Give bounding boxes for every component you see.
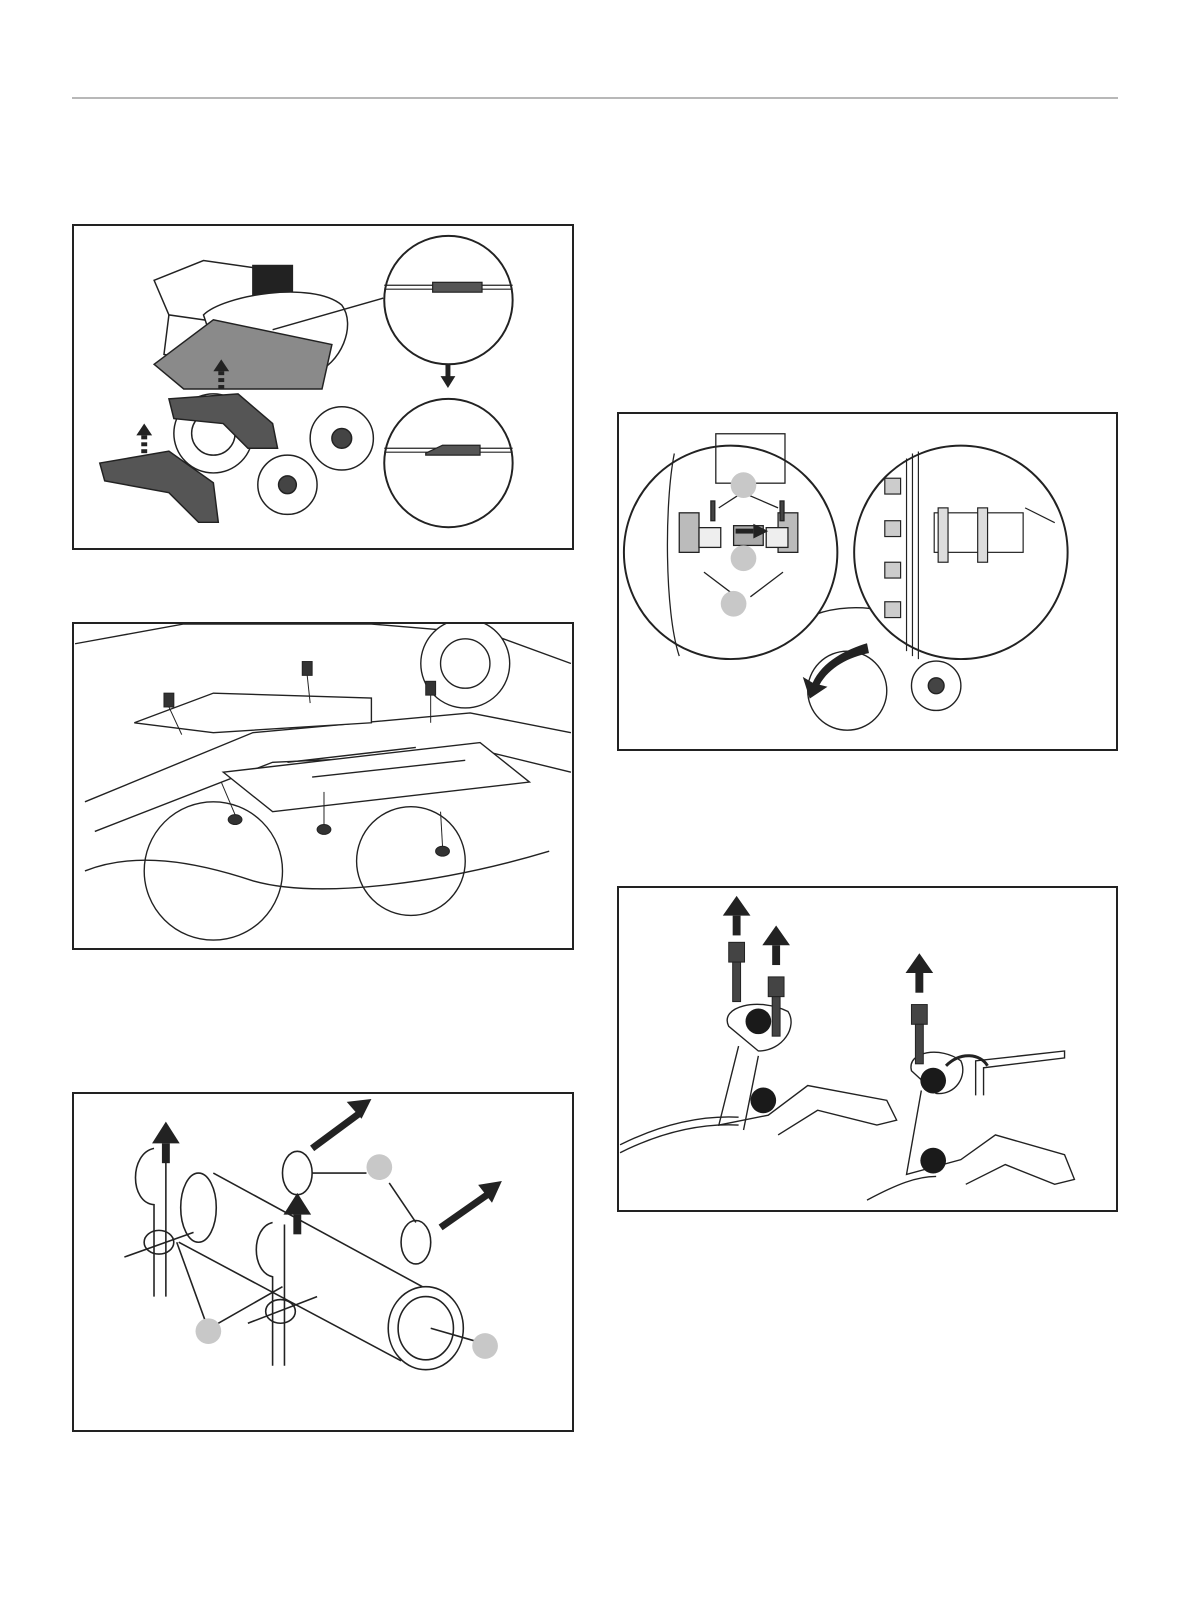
callout-marker xyxy=(920,1148,946,1174)
arrow-up-icon xyxy=(136,424,152,454)
callout-marker xyxy=(472,1333,498,1359)
callout-marker xyxy=(721,591,747,617)
arrow-right-icon xyxy=(441,1181,502,1227)
tine-shaft-illustration xyxy=(619,414,1116,749)
arrow-up-icon xyxy=(723,896,751,936)
header-rule xyxy=(72,97,1118,99)
callout-marker xyxy=(196,1318,222,1344)
hitch-pins-figure xyxy=(72,1092,574,1432)
callout-marker xyxy=(746,1009,772,1035)
mounting-bolts-figure xyxy=(72,622,574,950)
callout-marker xyxy=(731,545,757,571)
callout-marker xyxy=(731,472,757,498)
mounting-plate-illustration xyxy=(74,624,572,948)
callout-marker xyxy=(750,1088,776,1114)
arrow-up-icon xyxy=(762,926,790,966)
arrow-up-icon xyxy=(906,953,934,993)
callout-marker xyxy=(366,1154,392,1180)
arrow-up-icon xyxy=(152,1122,180,1164)
hitch-tube-illustration xyxy=(74,1094,572,1430)
arrow-down-icon xyxy=(441,364,456,388)
handle-lever-bolts-figure xyxy=(617,886,1118,1212)
tine-shield-flaps-figure xyxy=(72,224,574,550)
handle-lever-illustration xyxy=(619,888,1116,1210)
arrow-right-icon xyxy=(312,1099,371,1148)
tiller-shield-illustration xyxy=(74,226,572,548)
tine-shaft-detail-figure xyxy=(617,412,1118,751)
callout-marker xyxy=(920,1068,946,1094)
